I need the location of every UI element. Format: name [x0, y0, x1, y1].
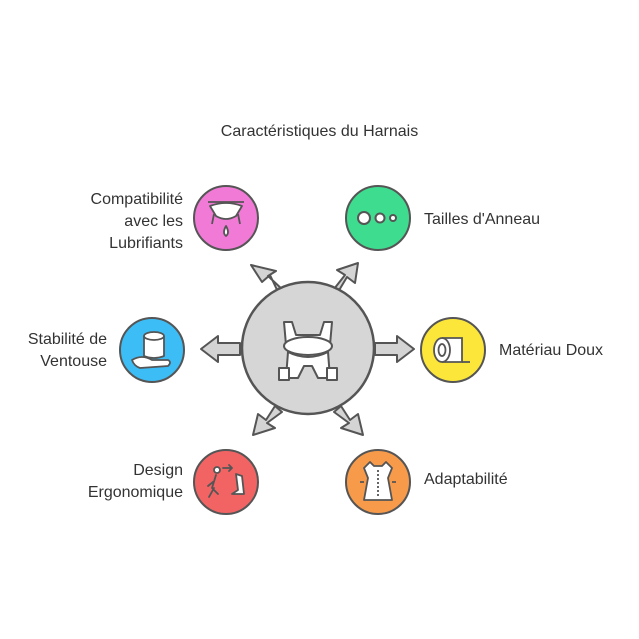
label-lubricants: Compatibilité avec les Lubrifiants	[90, 191, 183, 252]
ergonomic-seat-icon	[207, 464, 245, 498]
adjustable-garment-icon	[360, 461, 396, 501]
arrow-to-ergonomic	[252, 405, 283, 436]
label-ring-sizes: Tailles d'Anneau	[424, 211, 541, 228]
ring-sizes-icon	[357, 211, 397, 225]
diagram-title: Caractéristiques du Harnais	[220, 123, 419, 140]
arrow-to-adaptability	[333, 405, 364, 436]
lubricant-drip-icon	[208, 201, 244, 237]
fabric-roll-icon	[433, 337, 470, 363]
arrow-to-soft-material	[374, 335, 415, 363]
label-soft-material: Matériau Doux	[499, 342, 604, 359]
suction-cup-hand-icon	[131, 331, 171, 369]
arrow-to-ring-sizes	[333, 262, 359, 293]
harness-icon	[278, 321, 338, 381]
arrow-to-suction	[200, 335, 241, 363]
label-adaptability: Adaptabilité	[424, 471, 508, 488]
label-ergonomic: Design Ergonomique	[87, 462, 183, 501]
label-suction: Stabilité de Ventouse	[27, 331, 107, 370]
circle-ergonomic	[193, 449, 259, 515]
